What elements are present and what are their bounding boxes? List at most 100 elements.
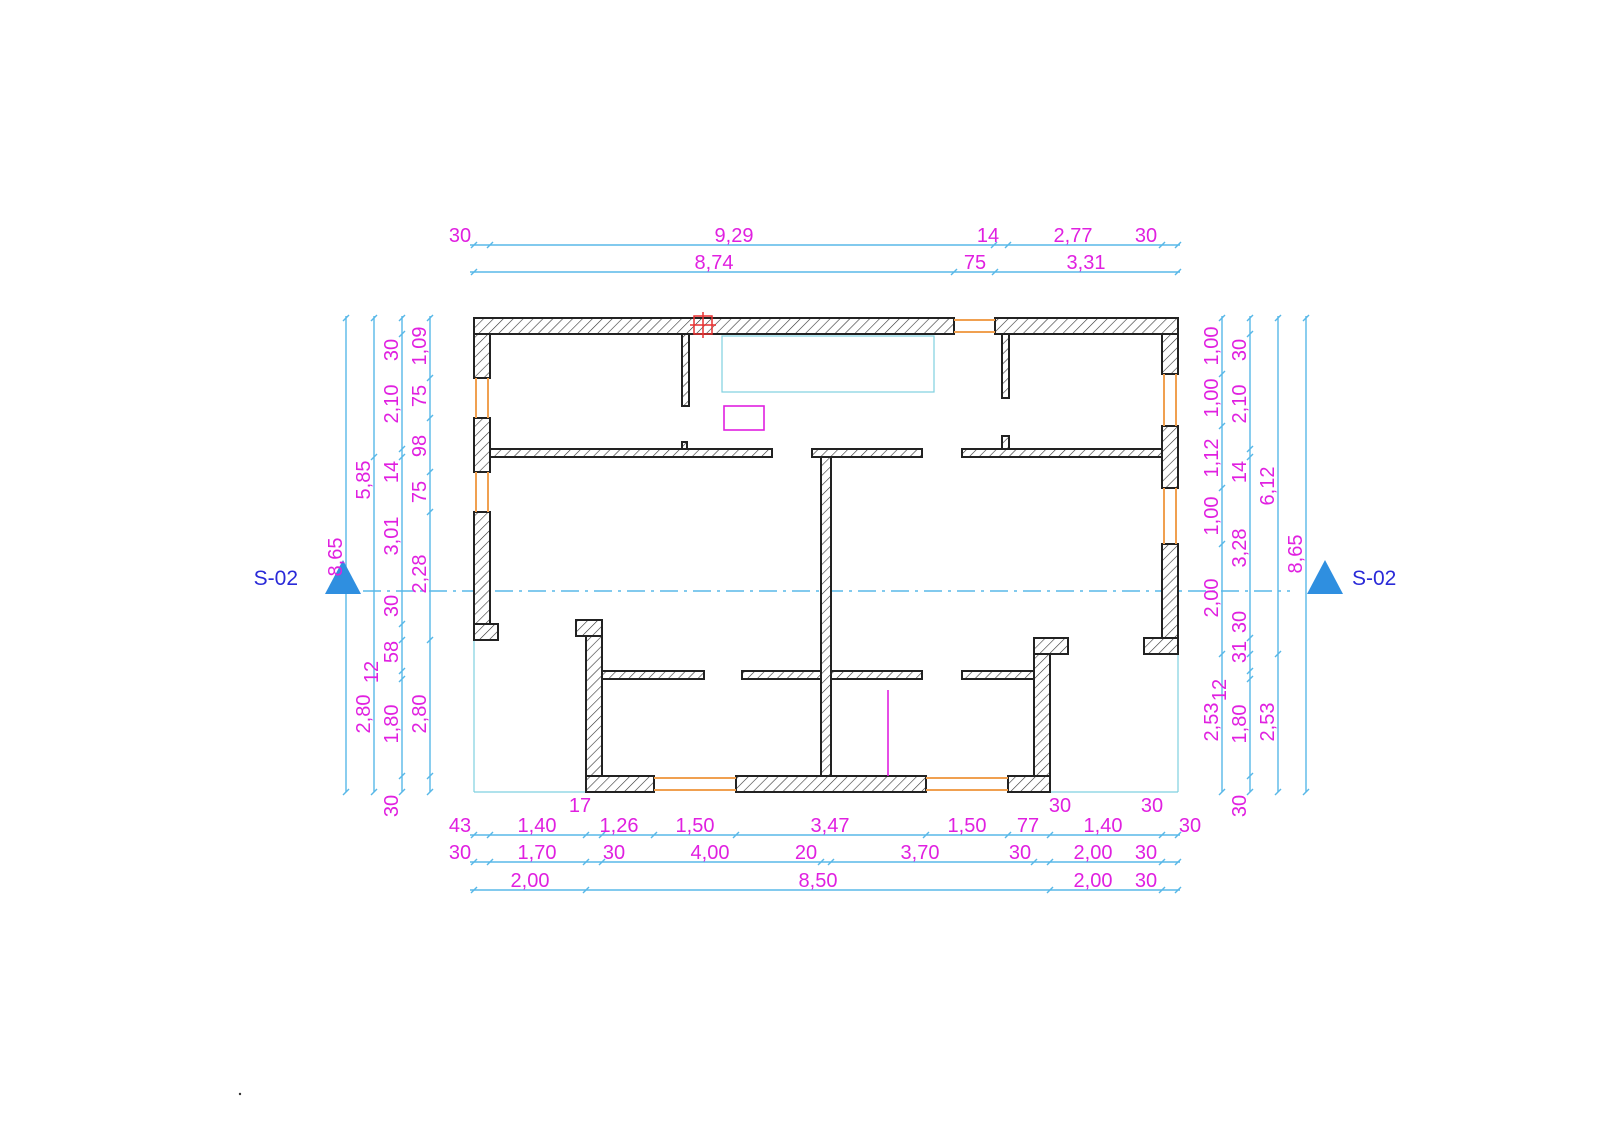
dim-left-lower: 2,80 xyxy=(353,695,375,734)
dim-bottom-r2-3: 30 xyxy=(603,842,625,864)
dim-tick xyxy=(582,858,590,866)
dim-tick xyxy=(426,414,434,422)
section-marker-right: S-02 xyxy=(1307,560,1396,594)
dim-tick xyxy=(1158,886,1166,894)
dim-tick xyxy=(470,858,478,866)
dim-bottom-r2-7: 30 xyxy=(1009,842,1031,864)
dim-right-c2-8: 30 xyxy=(1229,795,1251,817)
dim-tick xyxy=(342,788,350,796)
dim-tick xyxy=(1302,788,1310,796)
dim-tick xyxy=(1246,453,1254,461)
dim-tick xyxy=(1218,314,1226,322)
dim-tick xyxy=(817,858,825,866)
dim-tick xyxy=(370,314,378,322)
dim-bottom-r2-6: 3,70 xyxy=(901,842,940,864)
wall-inner-lower-3 xyxy=(961,670,1035,680)
dim-top-4: 2,77 xyxy=(1054,225,1093,247)
dim-tick xyxy=(470,268,478,276)
dim-tick xyxy=(398,788,406,796)
dim-tick xyxy=(1158,241,1166,249)
wall-center-vertical xyxy=(820,456,832,777)
dim-tick xyxy=(1046,886,1054,894)
dim-bottom-r0-2: 30 xyxy=(1049,795,1071,817)
dim-tick xyxy=(1218,422,1226,430)
dim-tick xyxy=(470,831,478,839)
dim-tick xyxy=(922,831,930,839)
dim-tick xyxy=(398,772,406,780)
dim-bottom-r2-4: 4,00 xyxy=(691,842,730,864)
dim-tick xyxy=(1302,314,1310,322)
dim-left-c4-1: 1,09 xyxy=(409,327,431,366)
wall-top-right xyxy=(994,317,1179,335)
dim-right-c2-4: 3,28 xyxy=(1229,529,1251,568)
wall-bottom-mid xyxy=(735,775,927,793)
dim-right-c1-2: 1,00 xyxy=(1201,379,1223,418)
dim-tick xyxy=(470,886,478,894)
dim-right-c2-5: 30 xyxy=(1229,611,1251,633)
section-label-left: S-02 xyxy=(254,567,298,590)
dim-right-c2-7: 1,80 xyxy=(1229,705,1251,744)
dim-bottom-r2-1: 30 xyxy=(449,842,471,864)
dim-top-6: 8,74 xyxy=(695,252,734,274)
dim-tick xyxy=(950,268,958,276)
section-arrow-left-icon xyxy=(325,560,361,594)
dim-tick xyxy=(1246,330,1254,338)
dim-top-2: 9,29 xyxy=(715,225,754,247)
dim-left-total: 8,65 xyxy=(325,538,347,577)
dim-left-c4-6: 58 xyxy=(381,641,403,663)
dim-left-c4-2: 75 xyxy=(409,385,431,407)
dim-left-c3-1: 30 xyxy=(381,339,403,361)
dim-top-1: 30 xyxy=(449,225,471,247)
dim-tick xyxy=(1158,858,1166,866)
dim-tick xyxy=(426,468,434,476)
dim-tick xyxy=(1046,858,1054,866)
dim-tick xyxy=(1246,667,1254,675)
dim-tick xyxy=(1174,831,1182,839)
dim-tick xyxy=(990,241,998,249)
dim-right-c3-1: 6,12 xyxy=(1257,467,1279,506)
dim-tick xyxy=(1158,831,1166,839)
dim-tick xyxy=(1174,886,1182,894)
partition-left xyxy=(681,333,690,407)
section-label-right: S-02 xyxy=(1352,567,1396,590)
dim-right-c1-5: 2,00 xyxy=(1201,579,1223,618)
dim-tick xyxy=(398,620,406,628)
dim-tick xyxy=(1174,241,1182,249)
dim-bottom-r3-4: 30 xyxy=(1135,870,1157,892)
dim-tick xyxy=(1004,831,1012,839)
wall-bump-right-cap xyxy=(1033,637,1069,655)
wall-inner-upper-mid xyxy=(811,448,923,458)
dim-tick xyxy=(370,788,378,796)
section-arrow-right-icon xyxy=(1307,560,1343,594)
wall-right-1 xyxy=(1161,333,1179,375)
dimension-ticks xyxy=(342,241,1310,894)
plan-annotations xyxy=(690,312,889,776)
dim-right-c1-3: 1,12 xyxy=(1201,439,1223,478)
partition-stub-left xyxy=(681,441,688,450)
dim-bottom-r0-1: 17 xyxy=(569,795,591,817)
dims-top: 30 9,29 14 2,77 30 8,74 75 3,31 xyxy=(449,225,1157,274)
dim-right-c2-6: 12 xyxy=(1209,679,1231,701)
dim-tick xyxy=(1004,241,1012,249)
dim-right-c3-2: 2,53 xyxy=(1257,703,1279,742)
dim-right-c2-2: 2,10 xyxy=(1229,385,1251,424)
dim-bottom-r3-2: 8,50 xyxy=(799,870,838,892)
wall-left-1 xyxy=(473,333,491,379)
dim-left-c3-8: 30 xyxy=(381,795,403,817)
dim-tick xyxy=(426,374,434,382)
dim-bottom-r2-9: 30 xyxy=(1135,842,1157,864)
dim-tick xyxy=(1274,314,1282,322)
dim-bottom-r1-5: 3,47 xyxy=(811,815,850,837)
dim-tick xyxy=(1174,268,1182,276)
wall-inner-lower-1 xyxy=(601,670,705,680)
wall-top-left xyxy=(473,317,955,335)
dim-tick xyxy=(1246,650,1254,658)
dim-left-upper: 5,85 xyxy=(353,461,375,500)
dim-tick xyxy=(1046,831,1054,839)
dim-right-total: 8,65 xyxy=(1285,535,1307,574)
dim-left-c3-3: 14 xyxy=(381,461,403,483)
dim-bottom-r3-3: 2,00 xyxy=(1074,870,1113,892)
dim-tick xyxy=(1218,788,1226,796)
wall-right-2 xyxy=(1161,425,1179,489)
